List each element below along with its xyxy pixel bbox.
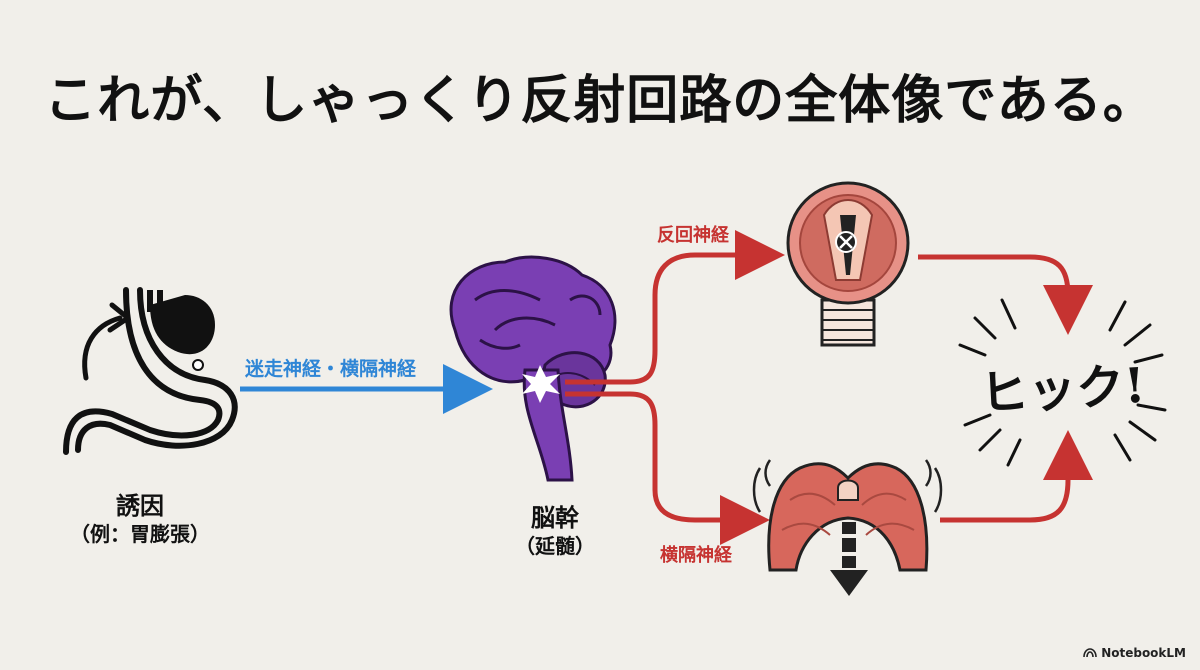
burst-icon	[522, 365, 560, 403]
brainstem-label: 脳幹	[531, 504, 579, 532]
impact-lines-icon	[958, 298, 1167, 467]
phrenic-label: 横隔神経	[660, 545, 732, 566]
recurrent-laryngeal-arrow	[565, 230, 785, 385]
stomach-icon	[63, 287, 238, 455]
branding: NotebookLM	[1083, 646, 1186, 660]
branding-text: NotebookLM	[1101, 646, 1186, 660]
brainstem-detail: （延髄）	[515, 534, 595, 558]
brain-icon	[449, 255, 617, 482]
diaphragm-icon	[752, 459, 943, 572]
hiccup-text: ヒック!	[978, 357, 1147, 423]
vagus-phrenic-label: 迷走神経・横隔神経	[245, 358, 417, 380]
larynx-icon	[786, 181, 910, 347]
circular-arrow-icon	[82, 302, 131, 381]
diaphragm-to-hic-arrow	[940, 430, 1093, 523]
notebooklm-logo-icon	[1083, 648, 1097, 658]
larynx-to-hic-arrow	[918, 254, 1093, 335]
recurrent-laryngeal-label: 反回神経	[657, 225, 729, 246]
phrenic-arrow	[565, 391, 770, 545]
trigger-label: 誘因	[116, 492, 164, 520]
trigger-example: （例：胃膨張）	[70, 522, 210, 546]
down-arrow-icon	[830, 522, 868, 596]
page-title: これが、しゃっくり反射回路の全体像である。	[44, 71, 1156, 131]
